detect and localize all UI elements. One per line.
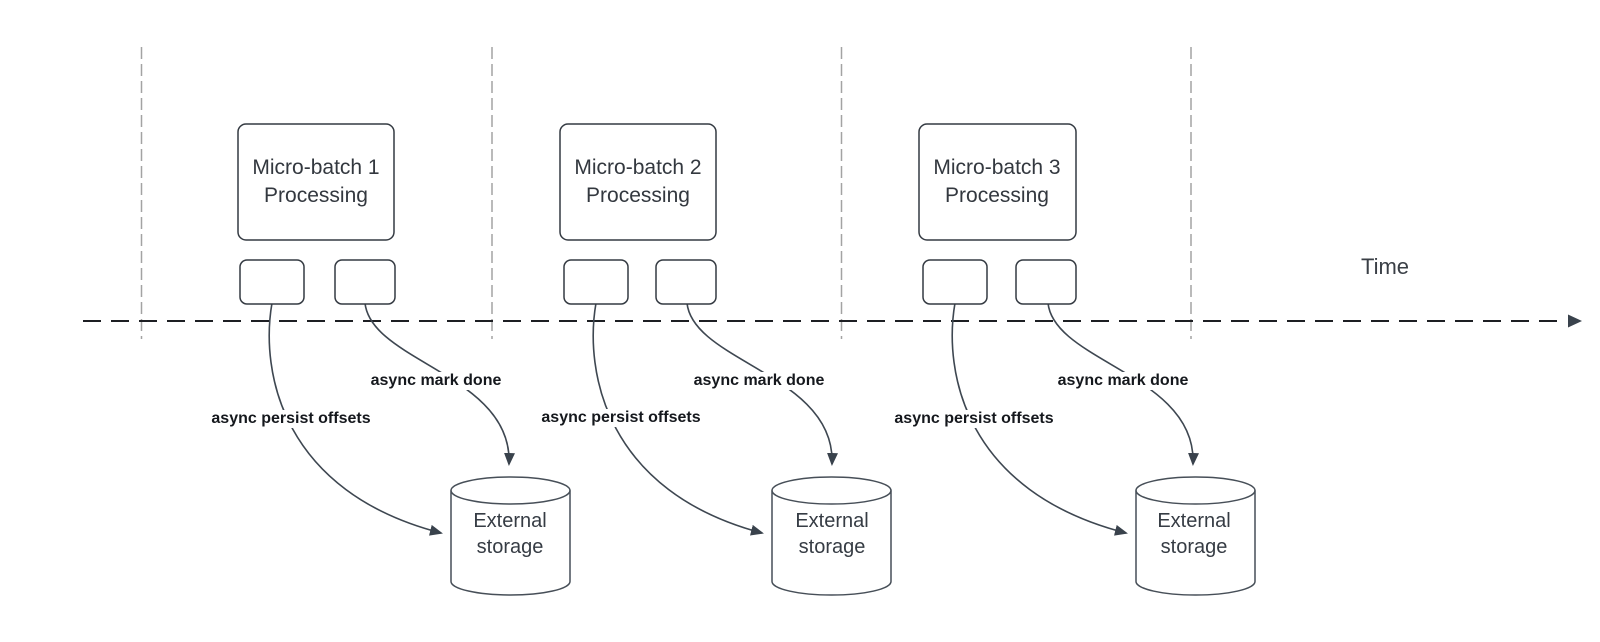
time-axis-label: Time — [1360, 254, 1410, 279]
persist-offsets-arrow-1 — [268, 302, 443, 536]
persist-offsets-label-1: async persist offsets — [209, 410, 373, 428]
micro-batch-1-box — [237, 123, 395, 241]
external-storage-label-3: External storage — [1157, 510, 1231, 558]
storage-cylinder-3 — [1135, 476, 1256, 596]
micro-batch-3-title: Micro-batch 3 Processing — [933, 156, 1061, 207]
external-storage-label-2: External storage — [795, 510, 869, 558]
commit-task-box-3 — [1015, 259, 1077, 305]
commit-task-box-1 — [334, 259, 396, 305]
storage-cylinder-1 — [450, 476, 571, 596]
offset-task-box-1 — [239, 259, 305, 305]
offset-task-box-3 — [922, 259, 988, 305]
mark-done-label-3: async mark done — [1055, 372, 1191, 390]
timeline-axis — [83, 314, 1582, 328]
mark-done-label-2: async mark done — [691, 372, 827, 390]
mark-done-label-1: async mark done — [368, 372, 504, 390]
timeline-arrowhead-icon — [1568, 314, 1582, 328]
persist-offsets-arrow-2 — [592, 302, 764, 536]
micro-batch-3-box — [918, 123, 1077, 241]
micro-batch-1-title: Micro-batch 1 Processing — [252, 156, 380, 207]
micro-batch-2-title: Micro-batch 2 Processing — [574, 156, 702, 207]
external-storage-label-1: External storage — [473, 510, 547, 558]
storage-cylinder-2 — [771, 476, 892, 596]
micro-batch-2-box — [559, 123, 717, 241]
commit-task-box-2 — [655, 259, 717, 305]
persist-offsets-arrow-3 — [951, 302, 1128, 536]
offset-task-box-2 — [563, 259, 629, 305]
persist-offsets-label-3: async persist offsets — [892, 410, 1056, 428]
persist-offsets-label-2: async persist offsets — [539, 409, 703, 427]
